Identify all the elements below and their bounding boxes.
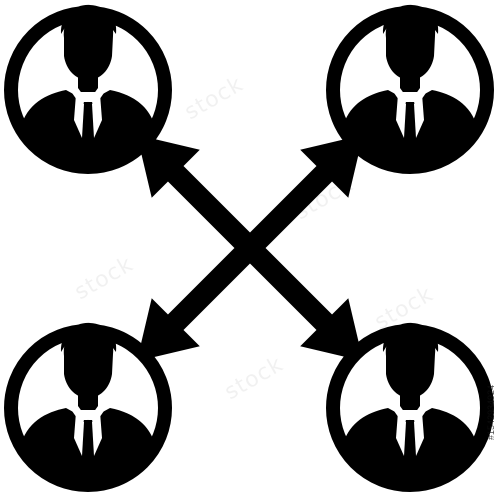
businessman-avatar-icon-top-left bbox=[11, 5, 165, 167]
watermark-text: stock bbox=[181, 72, 248, 125]
image-id-text: #1542934924 bbox=[486, 385, 496, 440]
watermark-text: stock bbox=[221, 352, 288, 405]
watermark-text: stock bbox=[71, 252, 138, 305]
businessman-avatar-icon-top-right bbox=[333, 5, 487, 167]
businessman-avatar-icon-bottom-right bbox=[333, 323, 487, 485]
businessman-avatar-icon-bottom-left bbox=[11, 323, 165, 485]
